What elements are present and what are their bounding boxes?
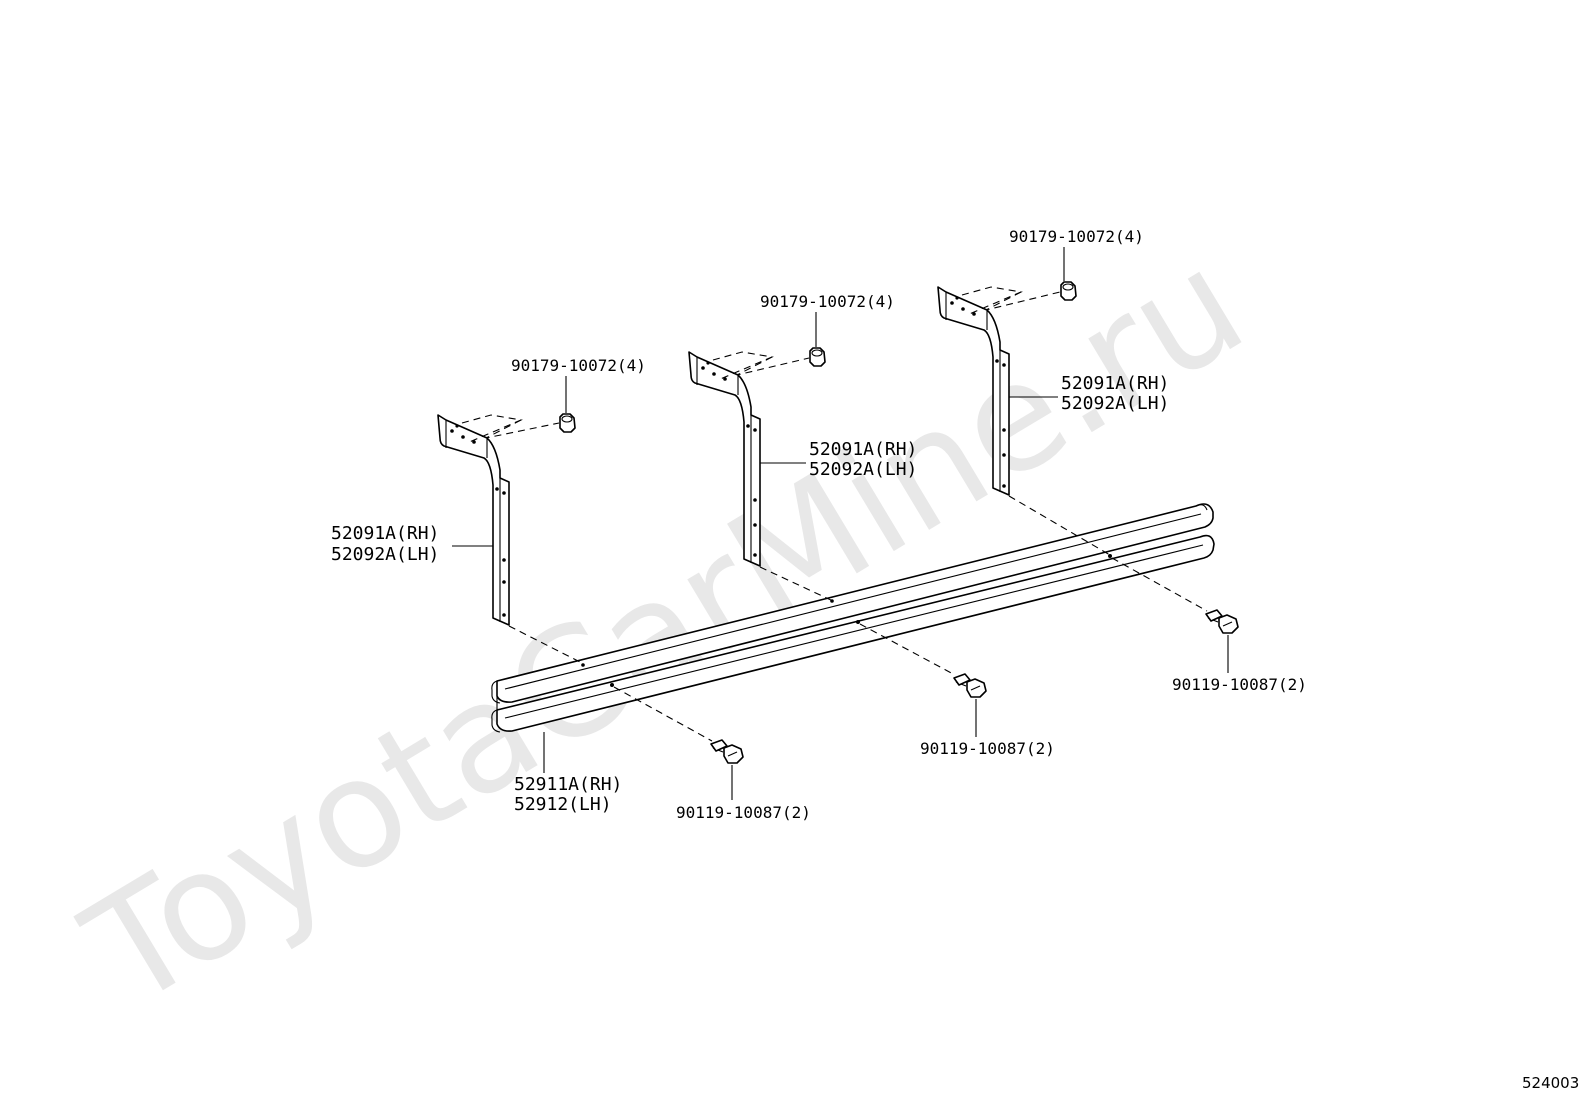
label-bracket-right-lh: 52092A(LH) [1061, 393, 1169, 414]
label-bracket-right-rh: 52091A(RH) [1061, 373, 1169, 394]
label-bracket-middle-lh: 52092A(LH) [809, 459, 917, 480]
label-bolt-right: 90119-10087(2) [1172, 675, 1307, 694]
label-nut-left: 90179-10072(4) [511, 356, 646, 375]
watermark: ToyotaCarMine.ru [58, 217, 1272, 1042]
label-bracket-middle-rh: 52091A(RH) [809, 439, 917, 460]
bolt-right[interactable] [1205, 609, 1239, 634]
bracket-middle[interactable] [688, 351, 761, 567]
nut-right[interactable] [1060, 281, 1077, 301]
nut-middle[interactable] [809, 347, 826, 367]
label-bracket-left-lh: 52092A(LH) [331, 544, 439, 565]
bolt-left[interactable] [710, 739, 744, 764]
label-bracket-left-rh: 52091A(RH) [331, 523, 439, 544]
figure-number: 524003 [1522, 1074, 1579, 1092]
bolt-middle[interactable] [953, 673, 987, 698]
rear-bumper[interactable] [491, 503, 1215, 733]
label-bolt-middle: 90119-10087(2) [920, 739, 1055, 758]
label-nut-right: 90179-10072(4) [1009, 227, 1144, 246]
nut-left[interactable] [559, 413, 576, 433]
label-bolt-left: 90119-10087(2) [676, 803, 811, 822]
label-bumper-lh: 52912(LH) [514, 794, 612, 815]
label-nut-middle: 90179-10072(4) [760, 292, 895, 311]
label-bumper-rh: 52911A(RH) [514, 774, 622, 795]
bracket-right[interactable] [937, 286, 1010, 496]
bracket-left[interactable] [437, 414, 510, 626]
